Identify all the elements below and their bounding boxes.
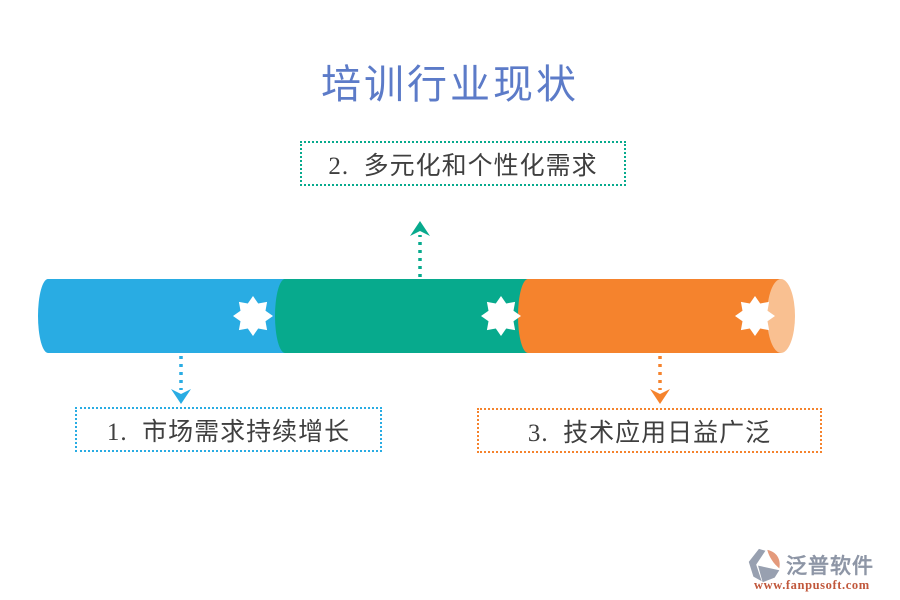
cylinder-end-cap (767, 279, 795, 353)
arrow-head (650, 389, 670, 404)
point-box-1: 1. 市场需求持续增长 (75, 407, 382, 452)
arrow-head (410, 221, 430, 236)
arrow-down-icon-right (650, 356, 670, 404)
star-badge-icon (481, 296, 521, 336)
arrow-head (171, 389, 191, 404)
brand-logo: 泛普软件 www.fanpusoft.com (746, 548, 896, 593)
arrow-up-icon (410, 221, 430, 277)
brand-name: 泛普软件 (786, 553, 874, 578)
point-box-3: 3. 技术应用日益广泛 (477, 408, 822, 453)
point-box-1-label: 1. 市场需求持续增长 (106, 418, 351, 446)
point-box-3-label: 3. 技术应用日益广泛 (527, 419, 772, 447)
fanpu-logo-icon (748, 548, 780, 583)
cylinder-segment-2 (275, 279, 545, 353)
star-badge-icon (233, 296, 273, 336)
page-title: 培训行业现状 (321, 62, 579, 107)
point-box-2: 2. 多元化和个性化需求 (300, 141, 626, 186)
point-box-2-label: 2. 多元化和个性化需求 (328, 152, 598, 180)
arrow-down-icon-left (171, 356, 191, 404)
brand-url: www.fanpusoft.com (754, 578, 870, 592)
cylinder-segment-1 (38, 279, 310, 353)
cylinder-segment-3 (518, 279, 781, 353)
star-badge-icon (735, 296, 775, 336)
